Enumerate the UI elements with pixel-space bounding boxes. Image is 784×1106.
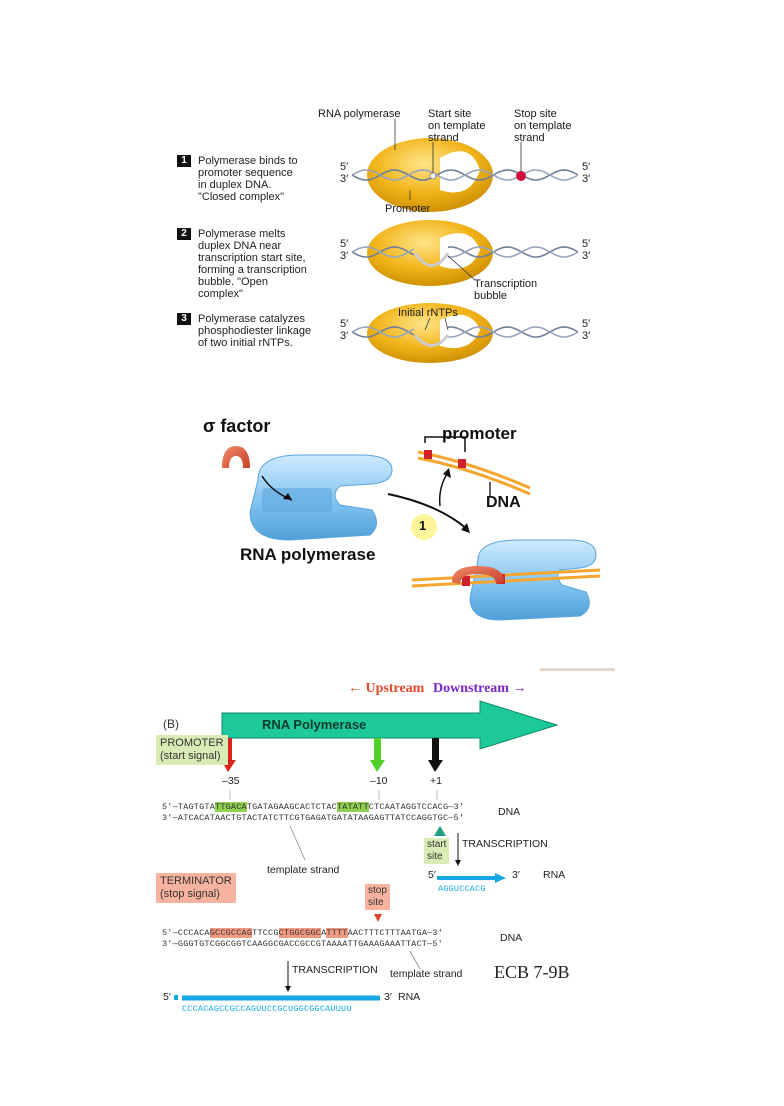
step-3-badge: 3 <box>177 313 191 325</box>
sigma-factor-label: σ factor <box>203 416 271 436</box>
five-prime-3b: 5′ <box>582 318 591 330</box>
divider <box>540 668 615 671</box>
helix-strand-2-2 <box>351 246 579 258</box>
bottom-strand-1: 3′—ATCACATAACTGTACTATCTTCGTGAGATGATATAAG… <box>162 813 465 823</box>
step-3-text: Polymerase catalyzes phosphodiester link… <box>198 313 312 349</box>
three-prime-1b: 3′ <box>582 173 591 185</box>
helix-strand-3-1 <box>351 326 579 338</box>
rna-polymerase-title: RNA polymerase <box>240 545 376 564</box>
dna-helices <box>351 169 579 338</box>
rna-polymerase-free-shape <box>249 454 393 541</box>
template-strand-label-1: template strand <box>267 864 340 876</box>
three-prime-3b: 3′ <box>582 330 591 342</box>
panel2-drawing <box>222 431 601 621</box>
pos-minus-35: –35 <box>222 775 240 787</box>
transcription-bubble-label: Transcription bubble <box>474 278 538 302</box>
stop-site-box: stop site <box>365 884 390 910</box>
rna-three-prime-1: 3′ <box>512 869 520 881</box>
initial-rntps-label: Initial rNTPs <box>398 307 458 319</box>
five-prime-1b: 5′ <box>582 161 591 173</box>
top-strand-2: 5′—CCCACAGCCGCCAGTTCCGCTGGCGGCATTTTAACTT… <box>162 928 444 938</box>
five-prime-2a: 5′ <box>340 238 349 250</box>
five-prime-3a: 5′ <box>340 318 349 330</box>
promoter-label: Promoter <box>385 203 431 215</box>
rna-label-2: RNA <box>398 991 421 1003</box>
step-2-badge: 2 <box>177 228 191 240</box>
panel1-drawing <box>351 119 579 363</box>
pos-minus-10: –10 <box>370 775 388 787</box>
stop-site-dot <box>516 171 526 181</box>
downstream-label: Downstream → <box>433 681 527 696</box>
rna-seq-1: AGGUCCACG <box>438 884 486 894</box>
helix-strand-2-1 <box>351 246 579 258</box>
three-prime-3a: 3′ <box>340 330 349 342</box>
rna-five-prime-2: 5′ <box>163 991 171 1003</box>
pos-plus-1: +1 <box>430 775 442 787</box>
rna-five-prime-1: 5′ <box>428 869 436 881</box>
dna-label-1: DNA <box>498 806 521 818</box>
step-2-text: Polymerase melts duplex DNA near transcr… <box>198 228 307 300</box>
transcription-label-1: TRANSCRIPTION <box>462 838 548 850</box>
template-strand-label-2: template strand <box>390 968 463 980</box>
holoenzyme-on-dna <box>411 539 601 621</box>
polymerase-open-complex <box>367 220 493 286</box>
ecb-label: ECB 7-9B <box>494 962 570 982</box>
five-prime-2b: 5′ <box>582 238 591 250</box>
rna-polymerase-label: RNA polymerase <box>318 108 401 120</box>
three-prime-1a: 3′ <box>340 173 349 185</box>
promoter-box: PROMOTER (start signal) <box>156 735 228 765</box>
five-prime-1a: 5′ <box>340 161 349 173</box>
step-1-text: Polymerase binds to promoter sequence in… <box>198 155 298 203</box>
helix-strand-3-2 <box>351 326 579 338</box>
dna-strand-promoter <box>417 450 531 496</box>
start-site-box: start site <box>424 838 450 864</box>
step-1-number: 1 <box>419 518 427 533</box>
panel-b-label: (B) <box>163 717 179 731</box>
start-site-label: Start site on template strand <box>428 108 486 144</box>
helix-strand-1-2 <box>351 169 579 181</box>
dna-label-2: DNA <box>500 932 523 944</box>
top-strand-1: 5′—TAGTGTATTGACATGATAGAAGCACTCTACTATATTC… <box>162 802 465 812</box>
dna-title: DNA <box>486 494 521 511</box>
bottom-strand-2: 3′—GGGTGTCGGCGGTCAAGGCGACCGCCGTAAAATTGAA… <box>162 939 443 949</box>
three-prime-2b: 3′ <box>582 250 591 262</box>
rna-seq-2: CCCACAGCCGCCAGUUCCGCUGGCGGCAUUUU <box>182 1004 352 1014</box>
sigma-factor-shape <box>222 446 250 468</box>
step-1-circle <box>411 514 437 540</box>
rna-label-1: RNA <box>543 869 566 881</box>
step-1-badge: 1 <box>177 155 191 167</box>
terminator-box: TERMINATOR (stop signal) <box>156 873 236 903</box>
three-prime-2a: 3′ <box>340 250 349 262</box>
rna-three-prime-2: 3′ <box>384 991 392 1003</box>
rna-polymerase-arrow-label: RNA Polymerase <box>262 717 367 732</box>
upstream-label: ← Upstream <box>348 681 425 696</box>
stop-site-label: Stop site on template strand <box>514 108 572 144</box>
polymerase-initial-rntps <box>367 303 493 363</box>
transcription-label-2: TRANSCRIPTION <box>292 964 378 976</box>
promoter-title: promoter <box>442 424 517 443</box>
